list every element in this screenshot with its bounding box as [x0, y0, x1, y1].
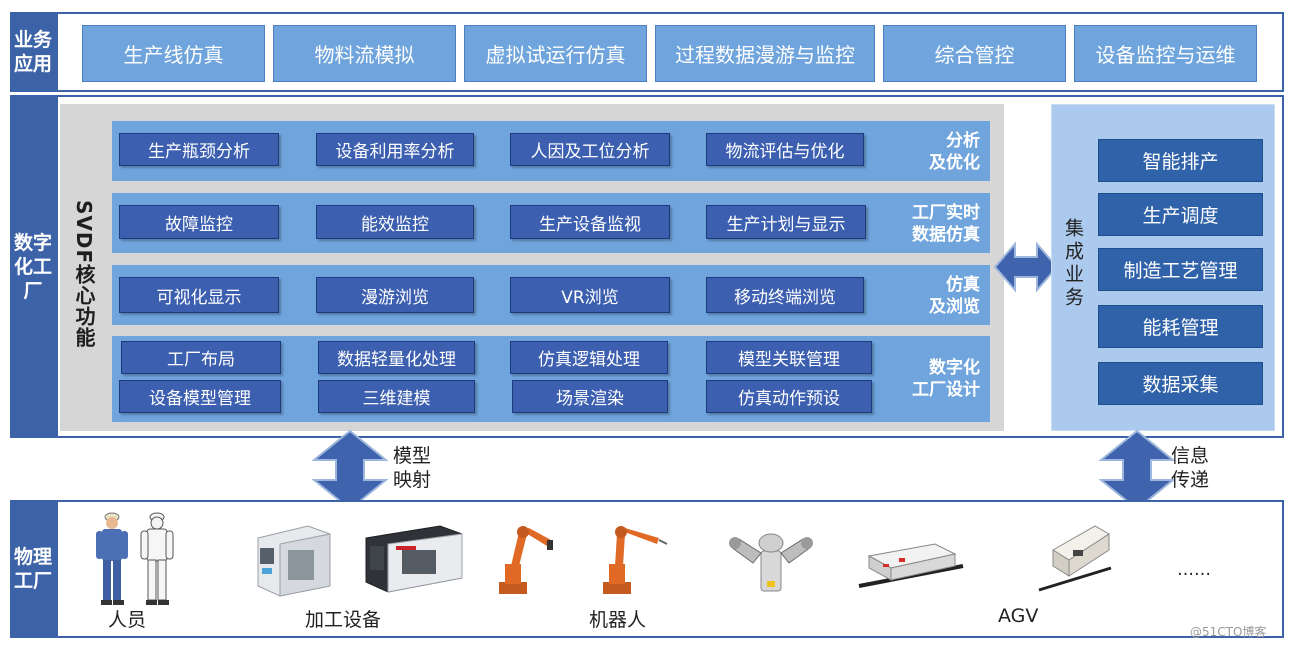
- section-label-physical-factory: 物理 工厂: [10, 500, 56, 638]
- machine-tool-1-image: [257, 525, 331, 597]
- btn-visual-display[interactable]: 可视化显示: [119, 277, 279, 313]
- physical-label-machining: 加工设备: [305, 609, 382, 631]
- integration-link-arrow: [993, 241, 1059, 293]
- biz-app-equipment-monitor[interactable]: 设备监控与运维: [1074, 25, 1257, 82]
- physical-label-robot: 机器人: [589, 609, 647, 631]
- biz-app-line-sim[interactable]: 生产线仿真: [82, 25, 265, 82]
- band-label-realtime: 工厂实时 数据仿真: [912, 203, 980, 245]
- btn-bottleneck-analysis[interactable]: 生产瓶颈分析: [119, 133, 279, 166]
- btn-model-association[interactable]: 模型关联管理: [706, 341, 872, 374]
- section-label-digital-factory: 数字 化工 厂: [10, 95, 56, 438]
- biz-app-virtual-commissioning[interactable]: 虚拟试运行仿真: [464, 25, 647, 82]
- btn-vr-browse[interactable]: VR浏览: [510, 277, 670, 313]
- biz-app-material-flow[interactable]: 物料流模拟: [273, 25, 456, 82]
- btn-plan-display[interactable]: 生产计划与显示: [706, 205, 866, 239]
- machine-tool-2-image: [365, 525, 463, 593]
- section-label-business: 业务 应用: [10, 12, 56, 92]
- physical-label-agv: AGV: [998, 605, 1039, 627]
- btn-factory-layout[interactable]: 工厂布局: [121, 341, 281, 374]
- section-label-digital-factory-text: 数字 化工 厂: [13, 231, 52, 302]
- band-label-factory-design: 数字化 工厂设计: [912, 358, 980, 400]
- physical-ellipsis: ……: [1177, 560, 1211, 580]
- integration-title: 集成业务: [1062, 218, 1084, 310]
- btn-energy-monitor[interactable]: 能效监控: [316, 205, 474, 239]
- biz-app-process-data[interactable]: 过程数据漫游与监控: [655, 25, 875, 82]
- worker-white-image: [140, 512, 174, 605]
- integ-smart-scheduling[interactable]: 智能排产: [1098, 139, 1263, 182]
- section-label-physical-factory-text: 物理 工厂: [13, 546, 52, 592]
- agv-2-image: [1038, 525, 1112, 592]
- info-transfer-label: 信息 传递: [1171, 445, 1210, 491]
- robot-2-image: [603, 526, 668, 594]
- robot-1-image: [499, 526, 553, 594]
- btn-sim-logic[interactable]: 仿真逻辑处理: [510, 341, 668, 374]
- model-mapping-arrow: [312, 430, 388, 510]
- btn-scene-render[interactable]: 场景渲染: [512, 380, 668, 413]
- biz-app-integrated-control[interactable]: 综合管控: [883, 25, 1066, 82]
- physical-label-personnel: 人员: [108, 609, 147, 631]
- section-label-business-text: 业务 应用: [13, 29, 52, 75]
- integ-data-acquisition[interactable]: 数据采集: [1098, 362, 1263, 405]
- dual-arm-robot-image: [729, 533, 813, 592]
- btn-walkthrough[interactable]: 漫游浏览: [316, 277, 474, 313]
- btn-mobile-browse[interactable]: 移动终端浏览: [706, 277, 864, 313]
- svdf-title: SVDF核心功能: [72, 200, 96, 349]
- info-transfer-arrow: [1099, 430, 1175, 510]
- integ-energy-management[interactable]: 能耗管理: [1098, 305, 1263, 348]
- btn-human-factors-analysis[interactable]: 人因及工位分析: [510, 133, 670, 166]
- agv-1-image: [858, 543, 964, 588]
- btn-fault-monitor[interactable]: 故障监控: [119, 205, 279, 239]
- btn-utilization-analysis[interactable]: 设备利用率分析: [316, 133, 474, 166]
- band-label-analysis: 分析 及优化: [929, 131, 980, 173]
- btn-logistics-evaluation[interactable]: 物流评估与优化: [706, 133, 864, 166]
- model-mapping-label: 模型 映射: [393, 445, 432, 491]
- btn-equipment-model[interactable]: 设备模型管理: [119, 380, 281, 413]
- watermark: @51CTO博客: [1190, 625, 1267, 639]
- btn-3d-modeling[interactable]: 三维建模: [318, 380, 475, 413]
- worker-blue-image: [96, 512, 128, 605]
- btn-data-lightweight[interactable]: 数据轻量化处理: [318, 341, 475, 374]
- integ-production-dispatch[interactable]: 生产调度: [1098, 193, 1263, 236]
- btn-equipment-watch[interactable]: 生产设备监视: [510, 205, 670, 239]
- integ-process-management[interactable]: 制造工艺管理: [1098, 248, 1263, 291]
- band-label-simulation-browse: 仿真 及浏览: [929, 275, 980, 317]
- btn-action-preset[interactable]: 仿真动作预设: [706, 380, 872, 413]
